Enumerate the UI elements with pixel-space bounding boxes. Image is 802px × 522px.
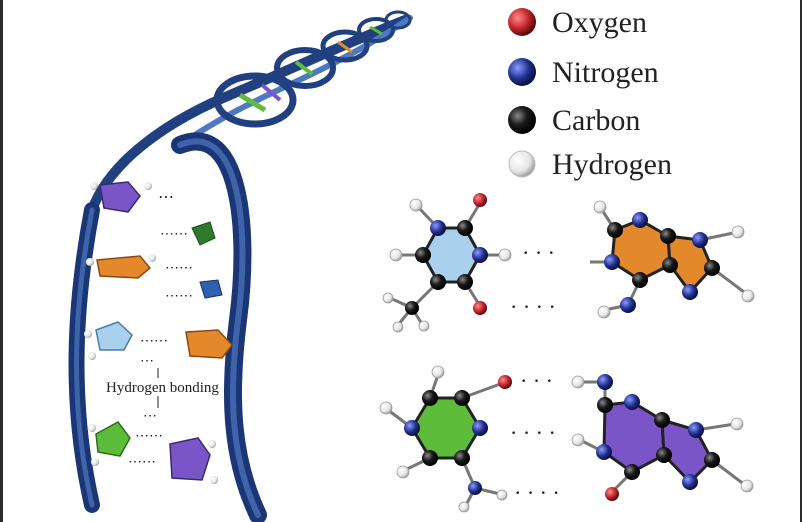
base-blue-small <box>199 279 223 299</box>
legend-item-carbon: Carbon <box>508 104 640 137</box>
hydrogen-bond-dots: · · · <box>520 368 553 393</box>
oxygen-atom-icon <box>508 8 536 36</box>
legend-item-hydrogen: Hydrogen <box>508 148 672 181</box>
nitrogen-atom-icon <box>508 58 536 86</box>
right-border <box>800 0 802 522</box>
pyrimidine-lightblue <box>382 193 512 333</box>
svg-text:⋯⋯: ⋯⋯ <box>165 261 193 276</box>
base-pair-bottom: · · · · · · · · · · · <box>379 365 754 513</box>
svg-text:⋯⋯: ⋯⋯ <box>165 289 193 304</box>
carbon-atom-icon <box>508 106 536 134</box>
base-green <box>95 421 131 457</box>
hydrogen-bond-dots: · · · · <box>510 420 556 445</box>
helix-turn <box>274 47 336 89</box>
hydrogen-bond-dots: · · · · <box>514 480 560 505</box>
helix-turn <box>213 72 297 128</box>
base-green-small <box>191 221 216 246</box>
svg-text:⋯⋯: ⋯⋯ <box>128 455 156 470</box>
purine-orange <box>590 200 755 319</box>
helix-base-pairs: ⋯ ⋯⋯ ⋯⋯ ⋯⋯ ⋯⋯ ⋯ Hydrogen bonding ⋯ ⋯⋯ <box>84 181 233 484</box>
svg-text:Nitrogen: Nitrogen <box>552 56 659 89</box>
svg-text:⋯: ⋯ <box>140 354 154 369</box>
helix-turn <box>357 17 395 43</box>
purine-purple <box>571 374 754 501</box>
svg-text:⋯: ⋯ <box>143 409 157 424</box>
svg-text:Hydrogen: Hydrogen <box>552 148 672 181</box>
svg-text:⋯: ⋯ <box>158 189 174 206</box>
helix-turn <box>384 10 412 30</box>
base-orange-2 <box>185 329 233 359</box>
base-purple-2 <box>169 437 211 481</box>
base-orange <box>96 255 152 279</box>
base-lightblue <box>95 321 133 351</box>
legend-item-oxygen: Oxygen <box>508 6 647 39</box>
helix-strand-front <box>177 15 413 148</box>
svg-text:Carbon: Carbon <box>552 104 640 137</box>
hydrogen-atom-icon <box>508 150 536 178</box>
legend: Oxygen Nitrogen Carbon Hydrogen <box>508 6 672 181</box>
base-purple <box>99 181 141 213</box>
helix-turn <box>320 29 370 63</box>
hydrogen-bond-dots: · · · <box>522 240 555 265</box>
svg-text:⋯⋯: ⋯⋯ <box>160 227 188 242</box>
svg-text:⋯⋯: ⋯⋯ <box>135 429 163 444</box>
pyrimidine-green <box>379 365 512 513</box>
legend-item-nitrogen: Nitrogen <box>508 56 659 89</box>
svg-text:⋯⋯: ⋯⋯ <box>140 334 168 349</box>
hydrogen-bond-dots: · · · · <box>510 294 556 319</box>
dna-helix <box>68 10 413 522</box>
left-border <box>0 0 3 522</box>
svg-text:Oxygen: Oxygen <box>552 6 647 39</box>
hydrogen-bonding-label: Hydrogen bonding <box>106 380 219 396</box>
base-pair-top: · · · · · · · <box>382 193 755 333</box>
